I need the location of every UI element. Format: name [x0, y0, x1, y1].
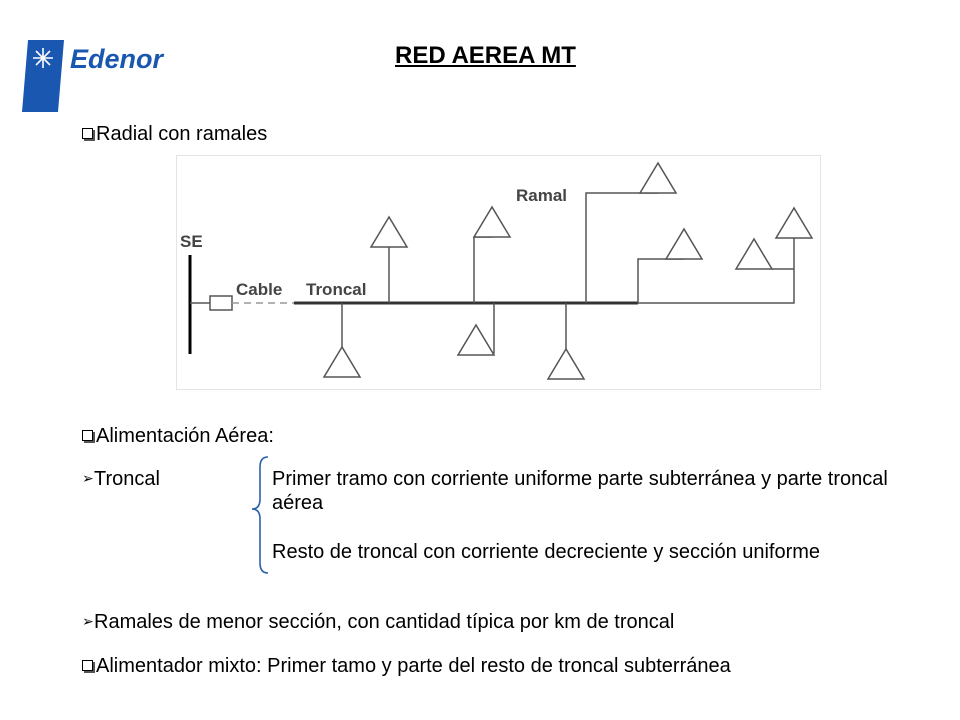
bullet-radial: Radial con ramales — [82, 122, 267, 146]
cable-label: Cable — [236, 280, 282, 299]
bullet-alimentacion: Alimentación Aérea: — [82, 424, 274, 448]
bullet-mixto: Alimentador mixto: Primer tamo y parte d… — [82, 654, 731, 678]
square-bullet-icon — [82, 128, 93, 139]
transformer-triangle — [322, 345, 362, 378]
page-title: RED AEREA MT — [395, 42, 576, 69]
brace-icon — [250, 455, 272, 575]
transformer-triangle — [664, 227, 704, 260]
troncal-desc-2: Resto de troncal con corriente decrecien… — [272, 541, 821, 563]
bullet-troncal-label: ➢Troncal — [82, 468, 160, 490]
transformer-triangle — [774, 206, 814, 239]
transformer-triangle — [472, 205, 512, 238]
brand-name: Edenor — [70, 44, 165, 74]
transformer-triangle — [456, 323, 496, 356]
transformer-triangle — [638, 161, 678, 194]
bullet-ramales: ➢Ramales de menor sección, con cantidad … — [82, 611, 675, 633]
cable-box — [209, 295, 233, 311]
network-diagram-svg: SE Cable Troncal Ramal — [176, 155, 821, 390]
transformer-triangle — [546, 347, 586, 380]
se-label: SE — [180, 232, 203, 251]
transformer-triangle — [369, 215, 409, 248]
troncal-label: Troncal — [306, 280, 366, 299]
network-diagram: SE Cable Troncal Ramal — [176, 155, 821, 390]
ramal-label: Ramal — [516, 186, 567, 205]
arrow-bullet-icon: ➢ — [82, 470, 94, 486]
troncal-desc-1: Primer tramo con corriente uniforme part… — [272, 468, 888, 514]
square-bullet-icon — [82, 430, 93, 441]
edenor-logo: Edenor — [20, 38, 170, 114]
transformer-triangle — [734, 237, 774, 270]
square-bullet-icon — [82, 660, 93, 671]
arrow-bullet-icon: ➢ — [82, 613, 94, 629]
